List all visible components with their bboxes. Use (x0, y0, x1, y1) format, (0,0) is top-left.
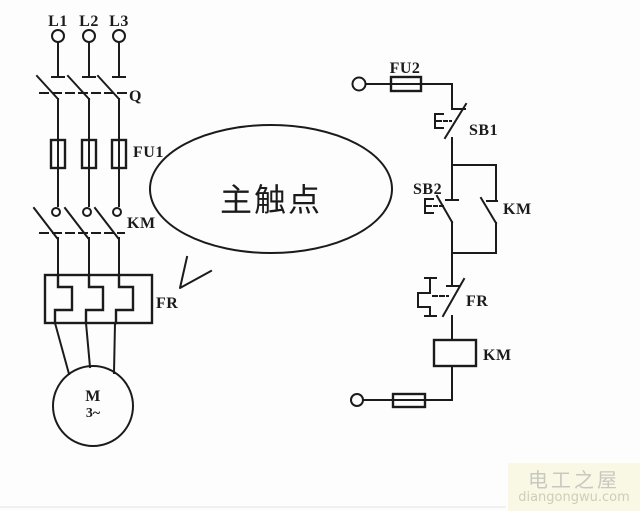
terminal-circle (112, 29, 126, 43)
label-fr-main: FR (156, 295, 178, 312)
terminal-circle (351, 76, 367, 92)
watermark-title: 电工之屋 (528, 467, 620, 492)
label-km-coil: KM (483, 347, 512, 364)
motor-circle (52, 365, 134, 447)
watermark-domain: diangongwu.com (518, 489, 630, 505)
label-motor-phase: 3~ (86, 406, 101, 421)
label-sb2: SB2 (413, 181, 442, 198)
label-km-aux: KM (503, 201, 532, 218)
fr-nc-contact: FR (417, 252, 488, 341)
label-motor-m: M (85, 388, 101, 405)
fuse-fu2: FU2 (351, 60, 453, 109)
stop-button-sb1: SB1 (434, 102, 498, 166)
bottom-fuse (350, 365, 453, 409)
label-sb1: SB1 (469, 122, 498, 139)
label-fr-nc: FR (466, 293, 488, 310)
motor: M 3~ (52, 321, 134, 447)
terminal-circle (350, 393, 364, 407)
bubble-label: 主触点 (220, 181, 322, 219)
speech-bubble: 主触点 (149, 124, 393, 289)
button-actuator (434, 113, 444, 129)
start-button-sb2: SB2 (413, 181, 459, 224)
label-km-main: KM (127, 215, 156, 232)
watermark: 电工之屋 diangongwu.com (508, 463, 640, 511)
label-q: Q (129, 88, 142, 105)
label-l1: L1 (48, 13, 68, 30)
self-holding-branch (451, 164, 497, 254)
fuse-fu1: FU1 (49, 138, 164, 170)
button-actuator (424, 198, 434, 214)
km-coil: KM (432, 338, 512, 368)
control-circuit: FU2 SB1 SB2 K (350, 60, 532, 409)
terminal-circle (51, 29, 65, 43)
thermal-relay-fr: FR (43, 273, 178, 325)
terminal-circle (82, 29, 96, 43)
thermal-trip-symbol (417, 277, 437, 317)
label-fu2: FU2 (390, 60, 421, 77)
label-l2: L2 (79, 13, 99, 30)
power-circuit: L1 L2 L3 Q FU1 (32, 13, 178, 447)
label-l3: L3 (109, 13, 129, 30)
km-main-contacts: KM (32, 206, 156, 276)
bubble-tail (179, 255, 213, 289)
switch-q: Q (35, 74, 142, 207)
label-fu1: FU1 (133, 144, 164, 161)
supply-terminals: L1 L2 L3 (48, 13, 129, 77)
km-aux-contact: KM (479, 196, 532, 225)
